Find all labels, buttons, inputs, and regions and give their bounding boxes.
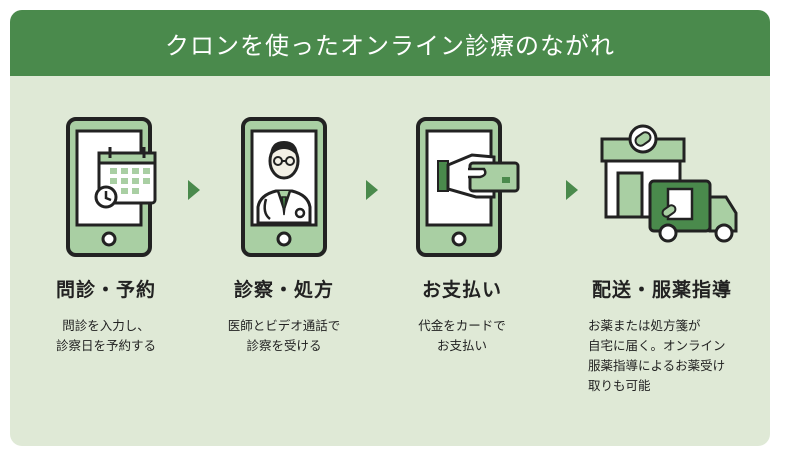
step-title: 問診・予約: [55, 279, 156, 301]
step-desc: 代金をカードで お支払い: [418, 318, 506, 353]
step-title: 配送・服薬指導: [591, 279, 732, 301]
step-delivery: 配送・服薬指導 お薬または処方箋が 自宅に届く。オンライン 服薬指導によるお薬受…: [576, 115, 748, 396]
smartphone-card-payment-icon: [416, 117, 520, 257]
pharmacy-delivery-truck-icon: [600, 124, 738, 243]
smartphone-calendar-icon: [66, 117, 157, 257]
step-desc: 問診を入力し、 診察日を予約する: [55, 318, 156, 353]
step-payment: お支払い 代金をカードで お支払い: [376, 115, 548, 356]
page-title: クロンを使ったオンライン診療のながれ: [10, 10, 770, 76]
flow-card: クロンを使ったオンライン診療のながれ 問診・予約 問診を入力し、 診察日を予約す…: [10, 10, 770, 446]
arrow-icon: [188, 180, 200, 200]
step-title: お支払い: [421, 279, 502, 301]
step-desc: 医師とビデオ通話で 診察を受ける: [227, 318, 341, 353]
smartphone-doctor-icon: [241, 117, 327, 257]
step-desc: お薬または処方箋が 自宅に届く。オンライン 服薬指導によるお薬受け 取りも可能: [588, 318, 726, 393]
step-title: 診察・処方: [233, 279, 334, 301]
step-reservation: 問診・予約 問診を入力し、 診察日を予約する: [20, 115, 192, 356]
arrow-icon: [566, 180, 578, 200]
step-consultation: 診察・処方 医師とビデオ通話で 診察を受ける: [198, 115, 370, 356]
arrow-icon: [366, 180, 378, 200]
